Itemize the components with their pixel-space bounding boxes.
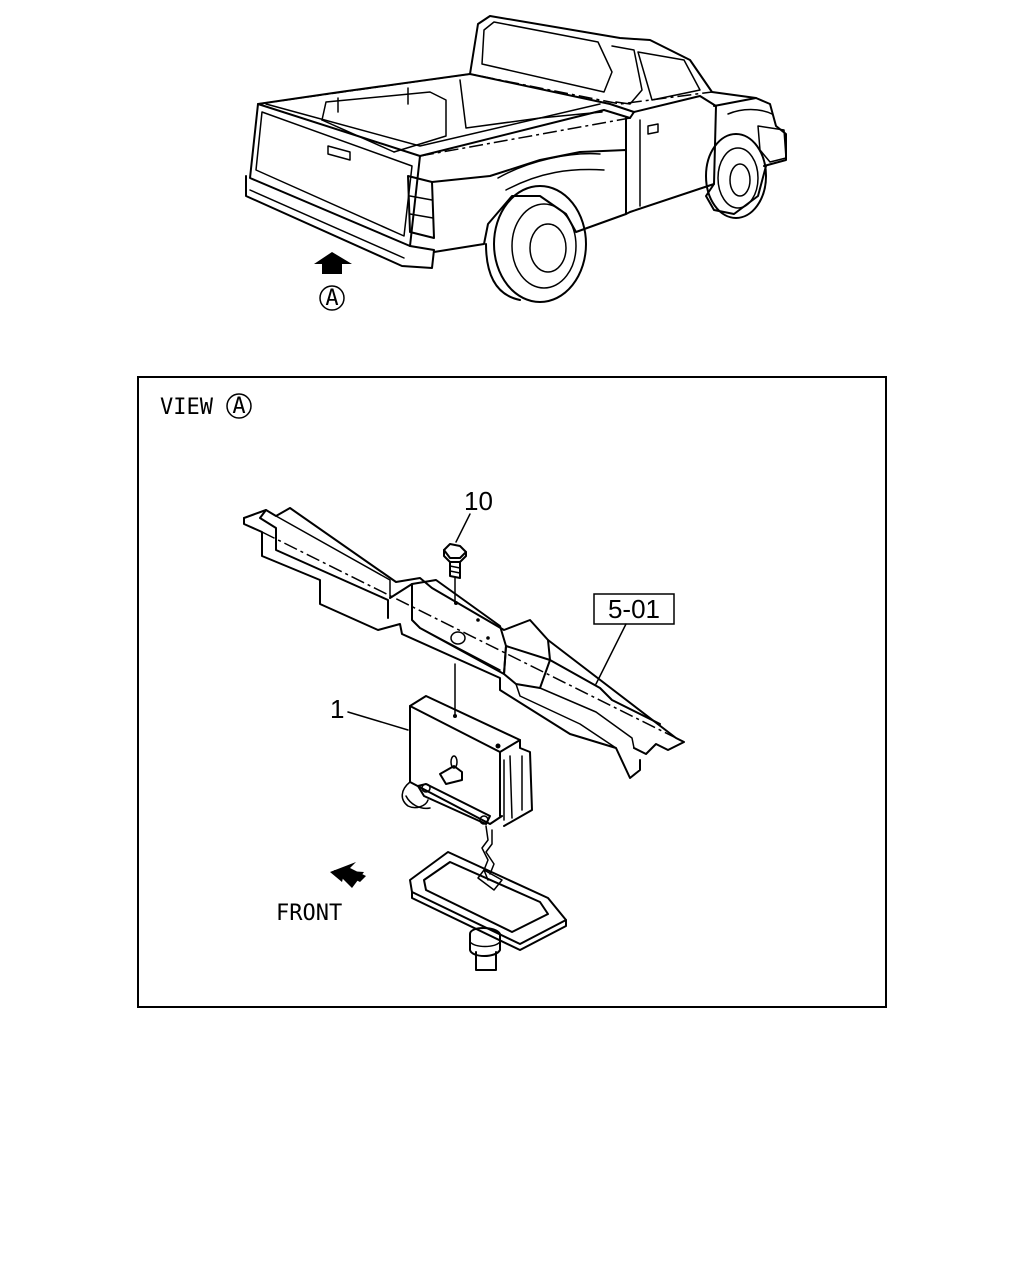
callout-crossmember-ref-text: 5-01 [608, 594, 660, 624]
callout-crossmember-ref: 5-01 [593, 593, 675, 685]
detail-view-title: VIEW A [160, 393, 252, 420]
bolt [443, 543, 467, 603]
view-a-marker-text: A [325, 286, 338, 311]
detail-view-frame [137, 376, 887, 1008]
front-label: FRONT [276, 901, 342, 926]
callout-bolt: 10 [455, 486, 493, 543]
callout-bolt-number: 10 [464, 486, 493, 516]
rear-wheel [485, 185, 587, 303]
pickup-truck-illustration [245, 15, 787, 303]
spare-tire-carrier [401, 663, 533, 881]
frame-crossmember [243, 507, 685, 779]
detail-view-title-text: VIEW [160, 395, 214, 420]
callout-carrier-number: 1 [330, 694, 344, 724]
front-direction-arrow [330, 862, 366, 888]
view-a-marker: A [319, 285, 345, 311]
detail-view-title-marker: A [232, 394, 245, 419]
view-a-direction-arrow [314, 252, 352, 274]
callout-carrier: 1 [330, 694, 409, 731]
front-wheel [705, 133, 767, 219]
tire-retainer-plate [409, 851, 567, 971]
